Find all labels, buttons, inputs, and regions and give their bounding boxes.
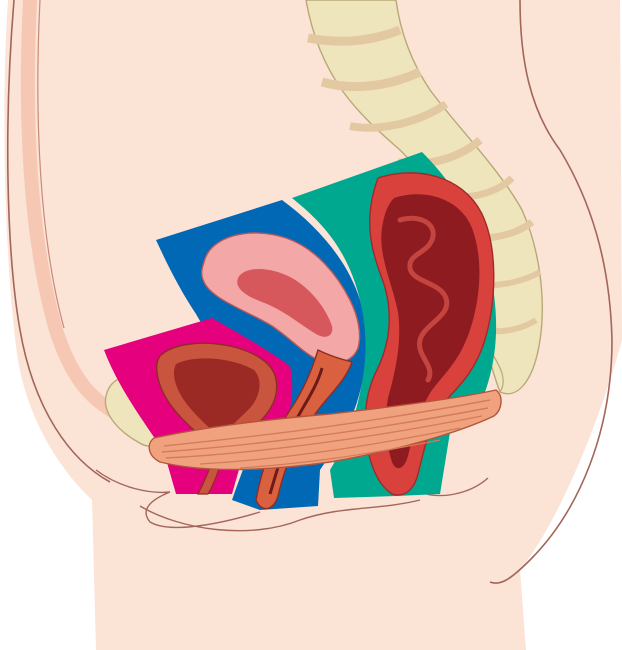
pelvic-anatomy-figure bbox=[0, 0, 622, 650]
pelvic-cross-section-illustration bbox=[0, 0, 622, 650]
